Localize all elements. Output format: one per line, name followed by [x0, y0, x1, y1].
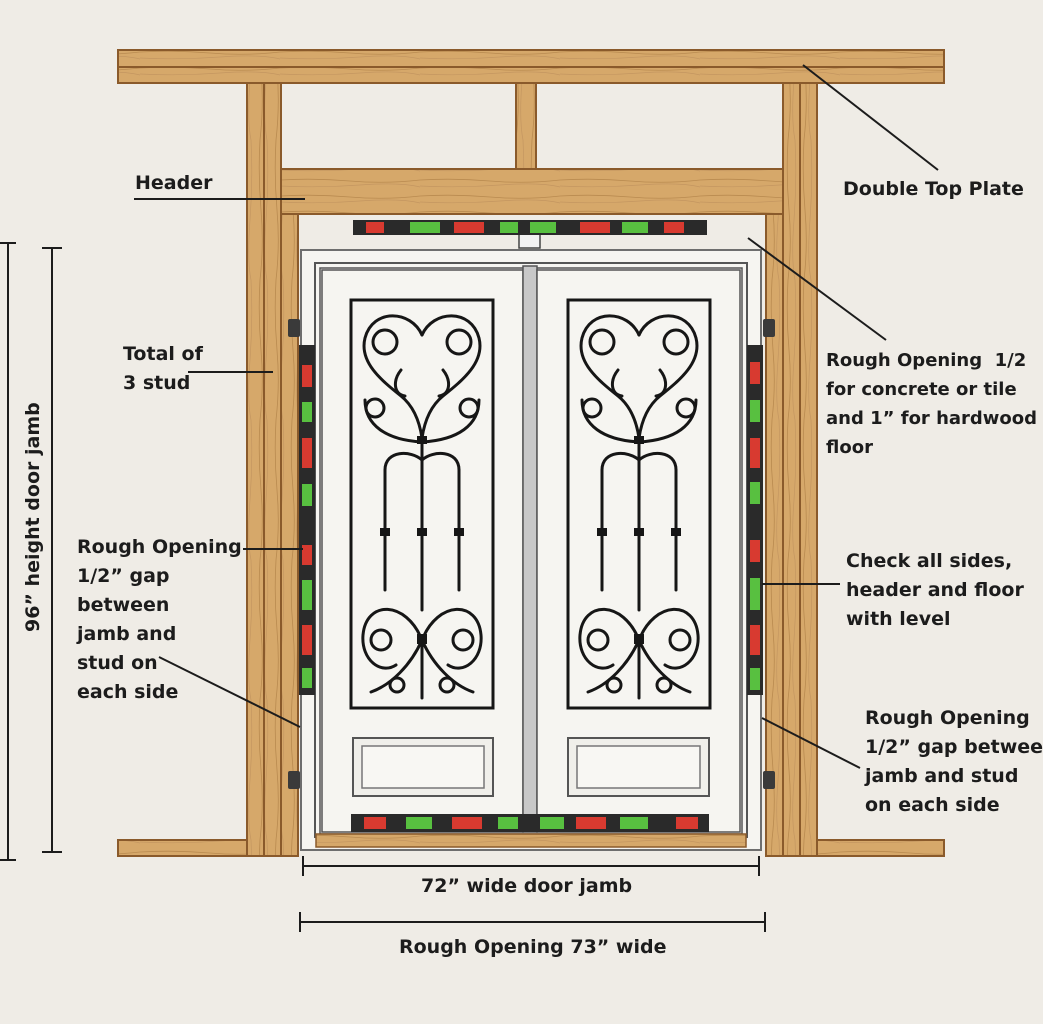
hinge-icons: [288, 319, 775, 789]
shim-strip-right: [747, 345, 763, 695]
double-top-plate: [117, 49, 945, 84]
cripple-stud: [515, 82, 537, 170]
right-lower-panel: [567, 737, 710, 797]
label-rough-opening-floor: Rough Opening 1/2 for concrete or tile a…: [826, 350, 1038, 458]
top-latch-icon: [518, 233, 541, 249]
right-door-leaf: [536, 269, 741, 833]
label-total-studs: Total of 3 stud: [123, 343, 203, 394]
shim-strip-left: [299, 345, 315, 695]
label-rough-opening-left: Rough Opening 1/2” gap between jamb and …: [77, 536, 242, 703]
shim-strip-top: [353, 220, 707, 235]
left-door-leaf: [321, 269, 524, 833]
shim-strip-bottom: [351, 814, 709, 832]
left-lower-panel: [352, 737, 494, 797]
dimension-lines: [0, 242, 766, 932]
left-studs: [246, 82, 299, 857]
astragal: [522, 265, 538, 833]
label-jamb-height: 96” height door jamb: [22, 402, 44, 632]
leader-lines: [134, 64, 939, 769]
label-rough-opening-right: Rough Opening 1/2” gap betwee jamb and s…: [865, 707, 1043, 816]
label-check-level: Check all sides, header and floor with l…: [846, 550, 1024, 630]
label-double-top-plate: Double Top Plate: [843, 178, 1024, 200]
label-rough-opening-width: Rough Opening 73” wide: [399, 936, 667, 958]
bottom-plate-right: [816, 839, 945, 857]
header-beam: [280, 168, 784, 215]
bottom-plate-left: [117, 839, 248, 857]
label-jamb-width: 72” wide door jamb: [421, 875, 633, 897]
label-header: Header: [135, 172, 213, 194]
